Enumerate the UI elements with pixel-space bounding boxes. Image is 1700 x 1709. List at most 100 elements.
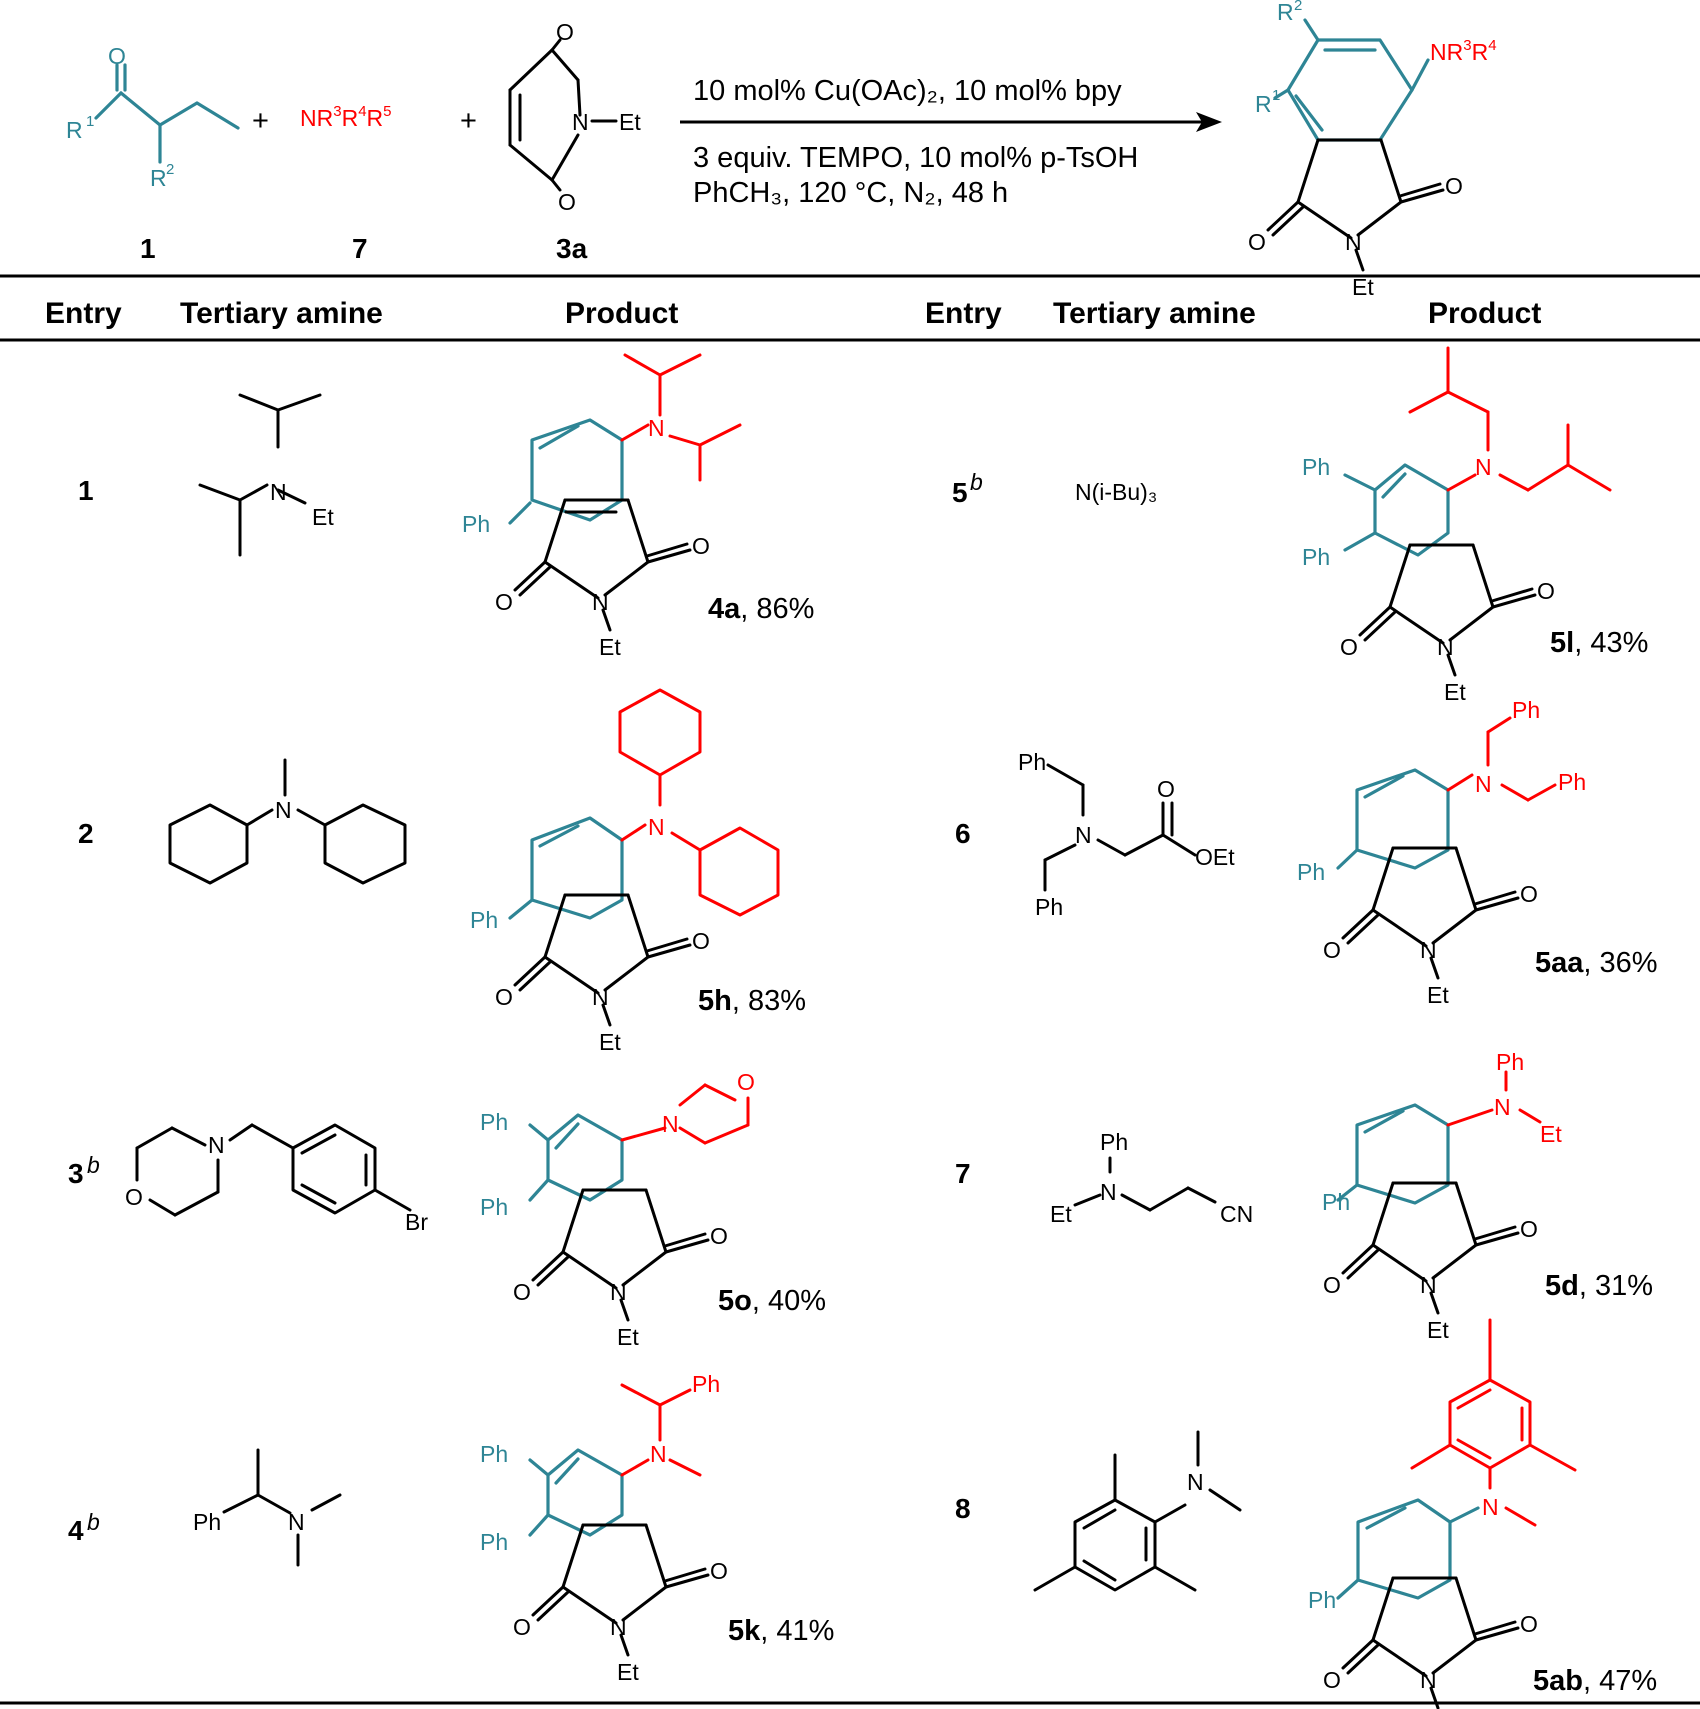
svg-text:Ph: Ph [193,1509,221,1535]
svg-text:N: N [650,1441,667,1467]
svg-text:Ph: Ph [1496,1049,1524,1075]
entry-number: 1 [78,475,94,506]
svg-text:Et: Et [619,109,641,135]
product-structure-5d: Ph N Ph Et [1321,1049,1562,1345]
svg-text:O: O [556,19,574,45]
yield-label: 5k, 41% [728,1615,834,1647]
svg-text:1: 1 [1272,87,1280,104]
yield-label: 5h, 83% [698,985,806,1017]
svg-text:Ph: Ph [1308,1587,1336,1613]
svg-text:R: R [1277,0,1294,25]
entry-number: 8 [955,1493,971,1524]
conditions-line-3: PhCH₃, 120 °C, N₂, 48 h [693,177,1008,209]
svg-text:2: 2 [1294,0,1302,14]
entry-number: 7 [955,1158,971,1189]
svg-text:N: N [1475,771,1492,797]
svg-text:N: N [288,1509,305,1535]
header-amine-right: Tertiary amine [1053,297,1256,330]
product-structure-4a: Ph N [462,353,742,662]
svg-text:R: R [66,117,83,143]
header-entry-left: Entry [45,297,122,330]
amine-structure-3: N O Br [125,1123,428,1235]
svg-text:Ph: Ph [1100,1129,1128,1155]
svg-text:N: N [572,109,589,135]
svg-text:Et: Et [312,504,334,530]
svg-text:Ph: Ph [1302,454,1330,480]
svg-text:N: N [1494,1094,1511,1120]
header-amine-left: Tertiary amine [180,297,383,330]
header-product-left: Product [565,297,678,330]
yield-label: 5d, 31% [1545,1270,1653,1302]
svg-text:Ph: Ph [462,511,490,537]
svg-text:O: O [558,189,576,215]
conditions-line-2: 3 equiv. TEMPO, 10 mol% p-TsOH [693,142,1138,174]
amine-structure-7: Ph N Et CN [1050,1129,1253,1227]
label-7: 7 [352,233,368,264]
svg-text:Ph: Ph [1512,697,1540,723]
footnote-mark: b [87,1152,100,1178]
svg-text:N: N [1475,454,1492,480]
amine-formula-5: N(i-Bu)₃ [1075,479,1157,505]
entry-number: 6 [955,818,971,849]
amine-structure-2: N [168,758,407,885]
yield-label: 5aa, 36% [1535,947,1658,979]
yield-label: 5ab, 47% [1533,1665,1657,1697]
entry-number: 4 [68,1515,84,1546]
svg-text:O: O [1157,776,1175,802]
svg-text:N: N [275,797,292,823]
svg-text:Ph: Ph [1302,544,1330,570]
svg-text:O: O [125,1184,143,1210]
svg-text:Ph: Ph [480,1194,508,1220]
svg-text:Et: Et [1050,1201,1072,1227]
svg-text:N: N [1187,1469,1204,1495]
svg-text:Ph: Ph [692,1371,720,1397]
entry-number: 3 [68,1158,84,1189]
svg-text:Br: Br [405,1209,428,1235]
svg-text:Ph: Ph [1035,894,1063,920]
svg-text:N: N [1075,822,1092,848]
svg-text:Ph: Ph [1558,769,1586,795]
svg-text:R: R [1255,91,1272,117]
product-structure-5aa: Ph N Ph Ph [1297,697,1586,1010]
svg-text:O: O [108,43,126,69]
label-1: 1 [140,233,156,264]
svg-text:CN: CN [1220,1201,1253,1227]
svg-text:N: N [1482,1494,1499,1520]
svg-text:N: N [662,1111,679,1137]
amine-structure-6: Ph N Ph O OEt [1018,749,1235,920]
general-product-amine: NR3R4 [1430,37,1497,65]
product-structure-5o: Ph Ph N O [480,1069,755,1352]
entry-number: 5 [952,477,968,508]
svg-text:N: N [208,1132,225,1158]
label-3a: 3a [556,233,588,264]
svg-text:2: 2 [166,161,174,178]
svg-text:N: N [648,415,665,441]
svg-text:Et: Et [1540,1121,1562,1147]
footnote-mark: b [87,1509,100,1535]
product-structure-5ab: N Ph [1308,1318,1577,1709]
plus-sign-1: + [252,105,269,137]
product-structure-5k: Ph Ph N Ph [480,1371,730,1687]
amine-structure-1: N Et [198,393,334,557]
product-structure-5l: Ph Ph N [1302,346,1612,707]
svg-text:R: R [150,165,167,191]
amine-structure-8: N [1033,1430,1242,1592]
svg-text:OEt: OEt [1195,844,1235,870]
svg-text:N: N [270,479,287,505]
plus-sign-2: + [460,105,477,137]
yield-label: 5o, 40% [718,1285,826,1317]
svg-text:Ph: Ph [480,1441,508,1467]
svg-text:Ph: Ph [1297,859,1325,885]
svg-text:1: 1 [86,113,94,130]
svg-text:O: O [737,1069,755,1095]
maleimide-structure: O O N Et [508,19,641,215]
svg-text:Ph: Ph [1018,749,1046,775]
svg-text:N: N [1100,1179,1117,1205]
svg-text:Ph: Ph [470,907,498,933]
footnote-mark: b [970,469,983,495]
conditions-line-1: 10 mol% Cu(OAc)₂, 10 mol% bpy [693,75,1122,107]
yield-label: 5l, 43% [1550,627,1648,659]
svg-text:Ph: Ph [480,1529,508,1555]
entry-number: 2 [78,818,94,849]
